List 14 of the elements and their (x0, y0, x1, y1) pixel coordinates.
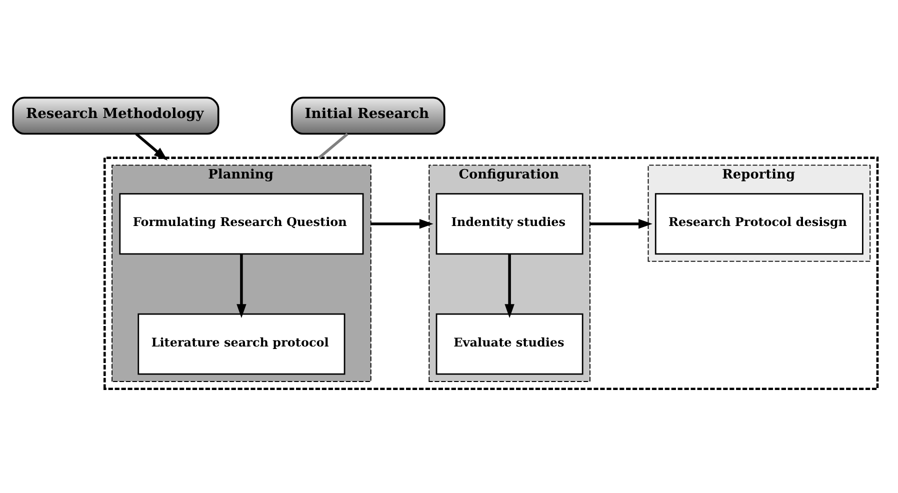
connector (318, 132, 348, 158)
arrow (236, 254, 246, 318)
arrow (370, 218, 434, 228)
arrow (504, 254, 514, 318)
node-box: Literature search protocol (138, 312, 346, 374)
arrow (590, 218, 652, 228)
cluster (103, 156, 879, 390)
node-box: Evaluate studies (436, 312, 584, 374)
node-box: Research Methodology (12, 96, 220, 134)
node-box: Initial Research (290, 96, 446, 134)
node-box: Research Protocol desisgn (654, 192, 864, 254)
node-box: Formulating Research Question (119, 192, 364, 254)
arrow (135, 132, 168, 160)
node-box: Indentity studies (436, 192, 584, 254)
